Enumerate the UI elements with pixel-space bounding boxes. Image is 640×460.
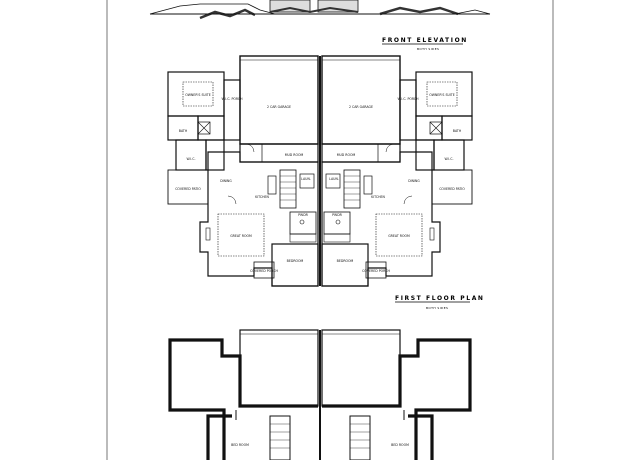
label-left-laundry: LAUN.: [301, 177, 311, 181]
label-left-great-room: GREAT ROOM: [230, 234, 252, 238]
label-left-wic-porch: W.I.C. PORCH: [221, 97, 243, 101]
first-floor-plan: [167, 55, 473, 287]
label-right-great-room: GREAT ROOM: [388, 234, 410, 238]
label-left-covered-porch: COVERED PORCH: [250, 269, 278, 273]
left-covered-porch: [253, 261, 275, 279]
label-right-powder: PWDR: [332, 213, 343, 217]
right-garage: [321, 55, 401, 145]
left-covered-patio: [167, 169, 209, 205]
right-room-labels: OWNER'S SUITE W.I.C. PORCH 2 CAR GARAGE …: [329, 93, 465, 273]
label-left-dining: DINING: [220, 179, 232, 183]
left-great-room: [217, 213, 265, 257]
label-right-garage: 2 CAR GARAGE: [349, 105, 373, 109]
label-left-owners-suite: OWNER'S SUITE: [185, 93, 210, 97]
sheet-border: [106, 0, 554, 460]
front-elevation-subtitle: BOTH SIDES: [417, 47, 439, 51]
left-bedroom: [271, 243, 319, 287]
label-right-covered-patio: COVERED PATIO: [439, 187, 465, 191]
second-floor-plan: [168, 329, 472, 460]
first-floor-subtitle: BOTH SIDES: [426, 306, 448, 310]
left-garage: [239, 55, 319, 145]
label-left-wic: W.I.C.: [187, 157, 196, 161]
label-right-upper-bed-room: BED ROOM: [391, 443, 409, 447]
label-right-wic-porch: W.I.C. PORCH: [397, 97, 419, 101]
label-right-mud-room: MUD ROOM: [337, 153, 356, 157]
right-bedroom: [321, 243, 369, 287]
label-right-kitchen: KITCHEN: [371, 195, 385, 199]
label-right-owners-suite: OWNER'S SUITE: [429, 93, 454, 97]
label-left-powder: PWDR: [298, 213, 309, 217]
label-right-bedroom: BEDROOM: [337, 259, 354, 263]
label-left-garage: 2 CAR GARAGE: [267, 105, 291, 109]
right-great-room: [375, 213, 423, 257]
left-room-labels: OWNER'S SUITE W.I.C. PORCH 2 CAR GARAGE …: [175, 93, 311, 273]
left-bath: [167, 115, 199, 141]
label-right-covered-porch: COVERED PORCH: [362, 269, 390, 273]
label-left-mud-room: MUD ROOM: [285, 153, 304, 157]
label-left-covered-patio: COVERED PATIO: [175, 187, 201, 191]
right-covered-patio: [431, 169, 473, 205]
front-elevation-title: FRONT ELEVATION: [382, 37, 468, 44]
right-wic: [433, 139, 465, 171]
left-wic: [175, 139, 207, 171]
right-bath: [441, 115, 473, 141]
label-right-bath: BATH: [453, 129, 462, 133]
right-covered-porch: [365, 261, 387, 279]
first-floor-title: FIRST FLOOR PLAN: [395, 295, 485, 302]
label-left-bedroom: BEDROOM: [287, 259, 304, 263]
label-right-wic: W.I.C.: [445, 157, 454, 161]
label-left-bath: BATH: [179, 129, 188, 133]
label-left-upper-bed-room: BED ROOM: [231, 443, 249, 447]
label-right-dining: DINING: [408, 179, 420, 183]
elevation-remnant: [149, 0, 491, 20]
label-right-laundry: LAUN.: [329, 177, 339, 181]
label-left-kitchen: KITCHEN: [255, 195, 269, 199]
